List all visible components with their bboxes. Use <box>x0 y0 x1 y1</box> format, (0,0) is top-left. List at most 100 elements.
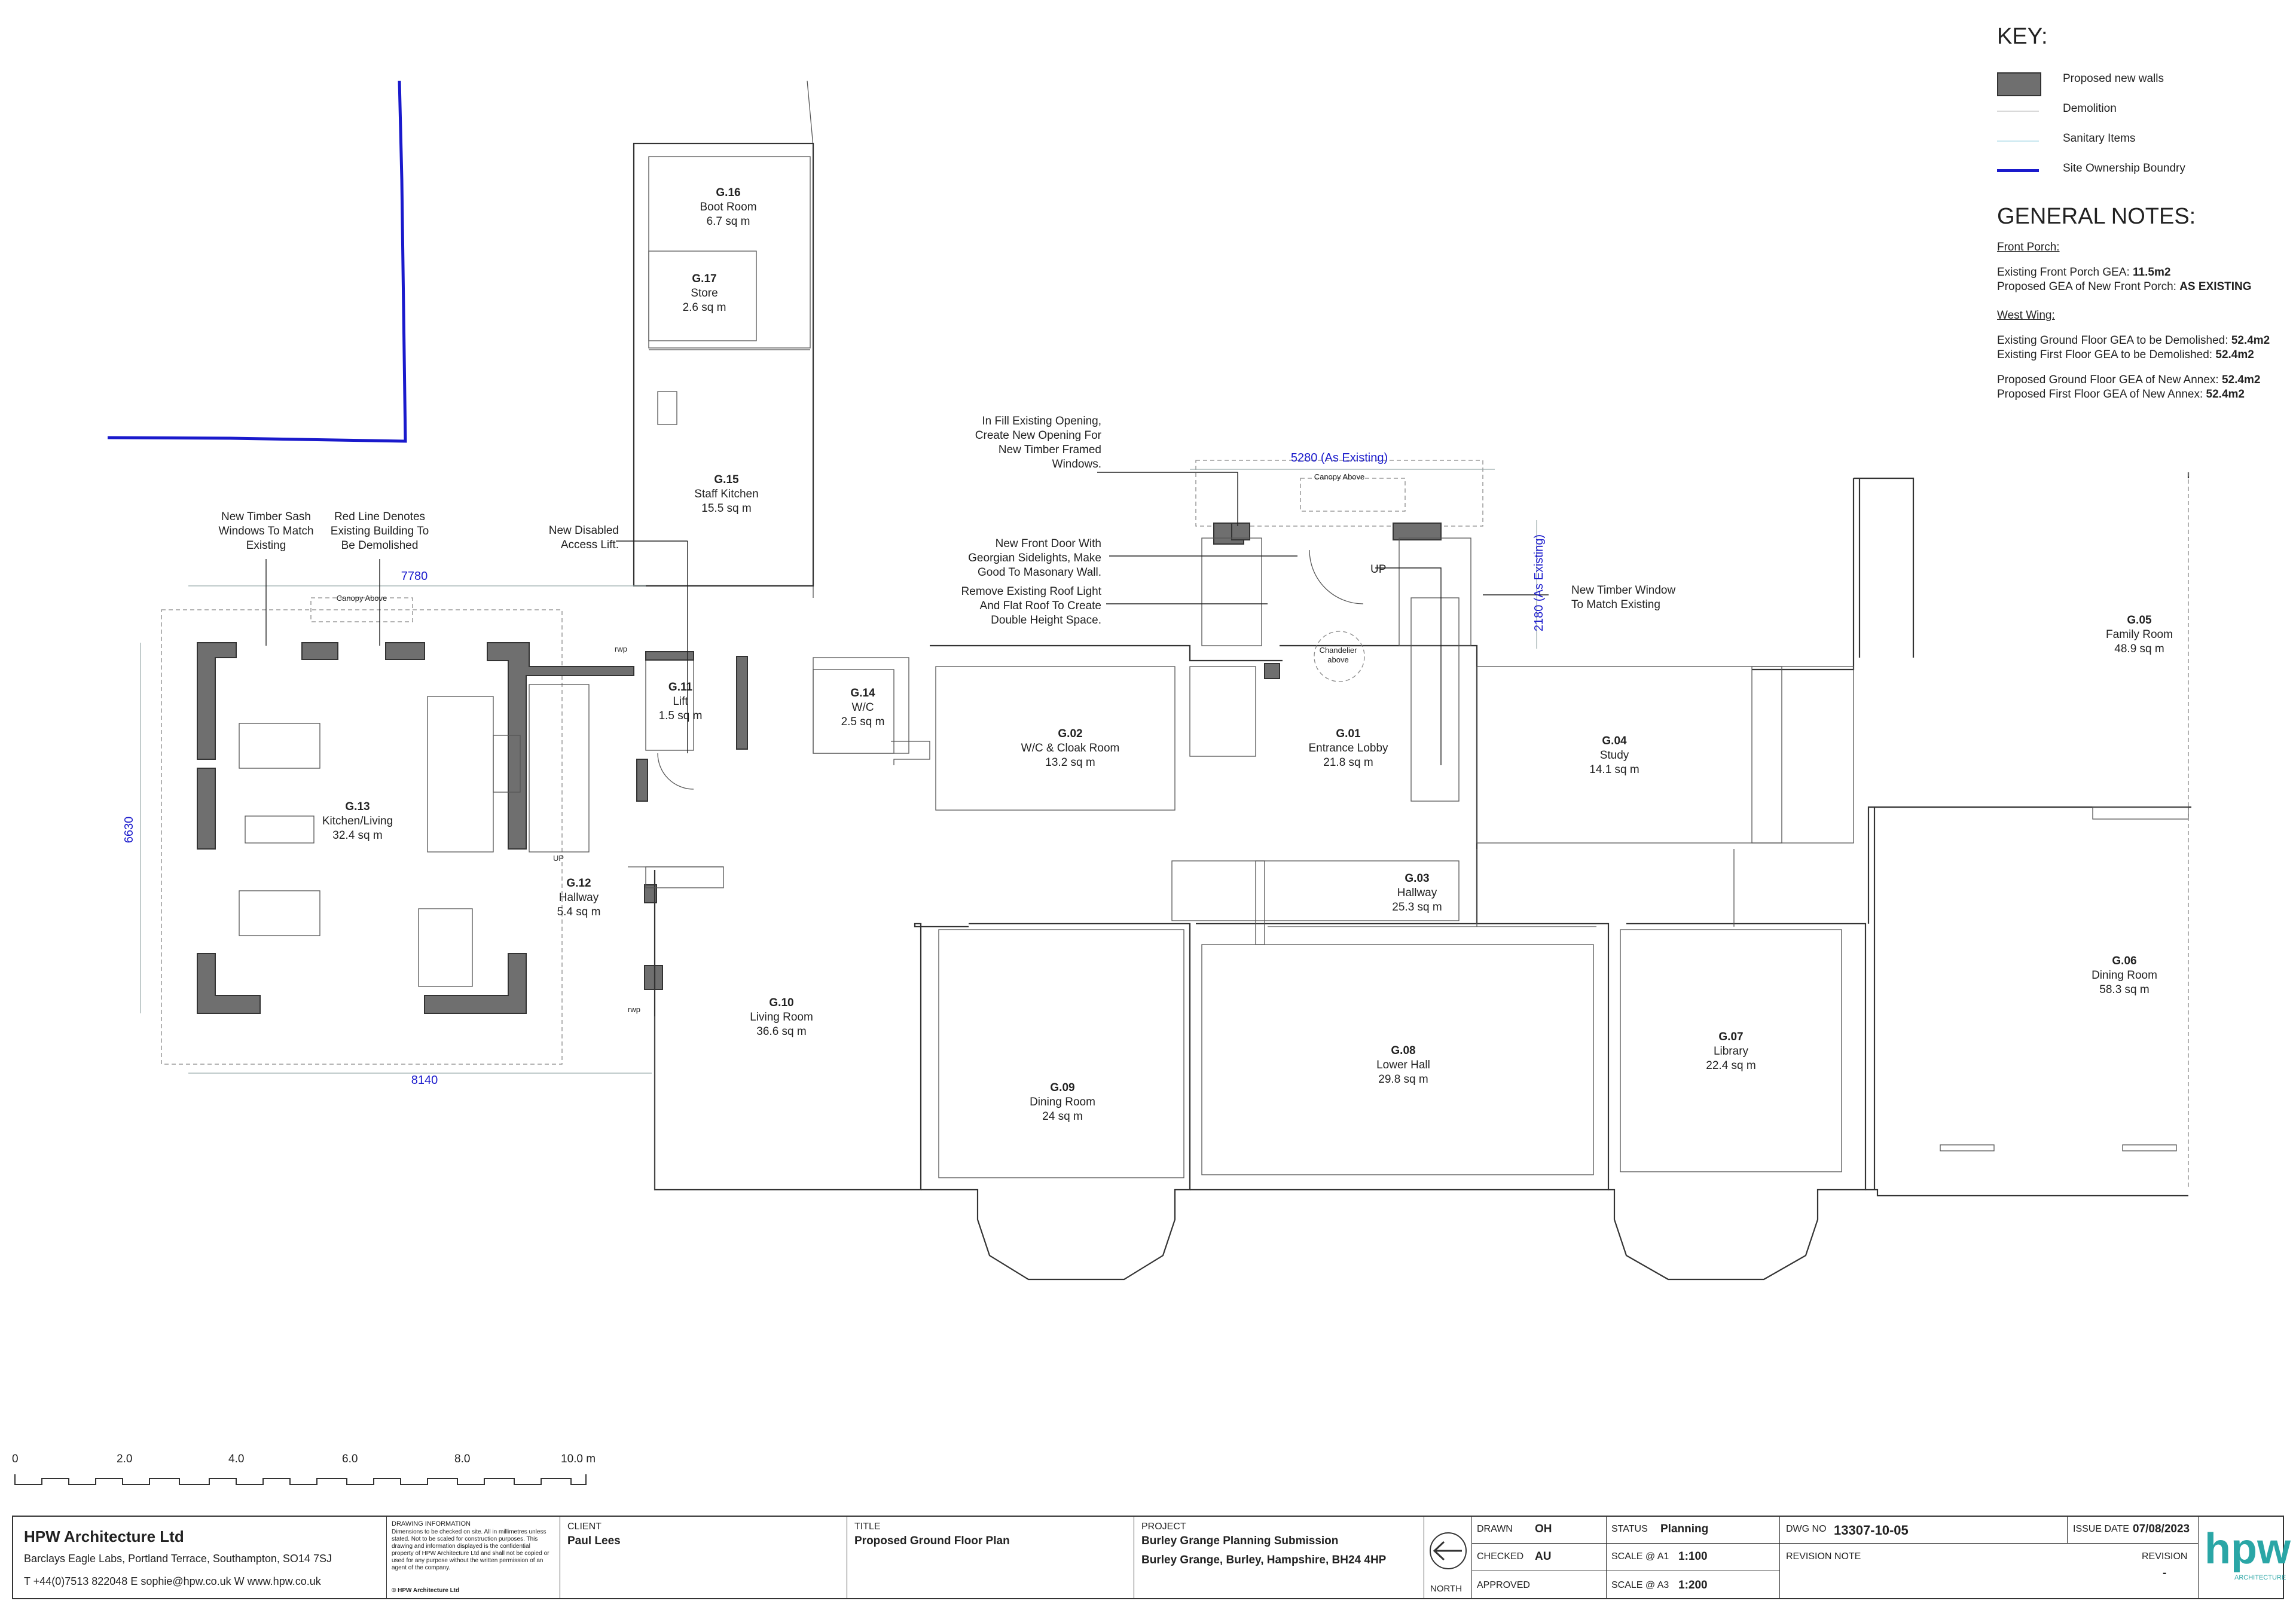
note-line: Existing Front Porch GEA: 11.5m2 <box>1997 266 2171 279</box>
note-line: Proposed First Floor GEA of New Annex: 5… <box>1997 388 2245 401</box>
dwg-number: 13307-10-05 <box>1834 1523 1909 1538</box>
checked-value: AU <box>1535 1550 1552 1563</box>
room-name: Living Room <box>750 1011 813 1024</box>
company-cell: HPW Architecture Ltd Barclays Eagle Labs… <box>13 1517 387 1598</box>
room-id: G.02 <box>1058 728 1082 740</box>
note-line: Existing First Floor GEA to be Demolishe… <box>1997 349 2254 361</box>
room-name: Dining Room <box>2092 969 2157 982</box>
client-name: Paul Lees <box>567 1535 621 1547</box>
drawn-cell: DRAWN OH CHECKED AU APPROVED <box>1472 1517 1607 1598</box>
scale-a3-label: SCALE @ A3 <box>1611 1580 1669 1590</box>
scale-label: 10.0 m <box>561 1453 596 1465</box>
annotation-new-window: To Match Existing <box>1571 598 1660 611</box>
note-line: Proposed GEA of New Front Porch: AS EXIS… <box>1997 280 2252 293</box>
room-area: 2.6 sq m <box>683 301 726 314</box>
notes-heading: West Wing: <box>1997 309 2055 322</box>
north-wing-walls <box>633 142 814 587</box>
legend-label: Proposed new walls <box>2063 72 2164 85</box>
general-notes: GENERAL NOTES: Front Porch: Existing Fro… <box>1997 203 2290 402</box>
title-block: HPW Architecture Ltd Barclays Eagle Labs… <box>12 1516 2291 1599</box>
annotation-front-door: New Front Door With <box>996 537 1101 550</box>
room-area: 29.8 sq m <box>1378 1073 1428 1086</box>
scale-a3-value: 1:200 <box>1678 1579 1708 1591</box>
company-name: HPW Architecture Ltd <box>24 1527 184 1545</box>
room-name: Lift <box>673 695 688 708</box>
dimension-height: 6630 <box>123 817 136 844</box>
legend: KEY: Proposed new walls Demolition Sanit… <box>1997 24 2284 187</box>
legend-label: Site Ownership Boundry <box>2063 162 2185 175</box>
north-label: NORTH <box>1430 1584 1463 1594</box>
project-name: Burley Grange Planning Submission <box>1141 1535 1339 1547</box>
legend-item: Proposed new walls <box>1997 68 2284 97</box>
company-address: Barclays Eagle Labs, Portland Terrace, S… <box>24 1553 332 1565</box>
new-wall-swatch <box>1997 72 2041 96</box>
annotation-infill: Create New Opening For <box>975 429 1102 442</box>
scale-label: 6.0 <box>342 1453 358 1465</box>
room-labels: G.16 Boot Room 6.7 sq m G.17 Store 2.6 s… <box>322 187 2173 1123</box>
dimension-porch-width: 5280 (As Existing) <box>1291 451 1388 465</box>
room-area: 6.7 sq m <box>707 215 750 228</box>
room-id: G.14 <box>850 687 875 699</box>
room-area: 13.2 sq m <box>1045 756 1095 769</box>
client-cell: CLIENT Paul Lees <box>560 1517 847 1598</box>
notes-heading: Front Porch: <box>1997 241 2060 253</box>
room-id: G.07 <box>1718 1031 1743 1043</box>
scale-label: 4.0 <box>228 1453 245 1465</box>
room-id: G.04 <box>1602 735 1627 747</box>
north-cell: NORTH <box>1424 1517 1472 1598</box>
room-area: 58.3 sq m <box>2099 983 2149 996</box>
note-line: Existing Ground Floor GEA to be Demolish… <box>1997 334 2270 347</box>
room-id: G.09 <box>1050 1082 1074 1094</box>
room-name: W/C <box>852 701 874 714</box>
company-logo-sub: ARCHITECTURE <box>2234 1574 2286 1581</box>
status-label: STATUS <box>1611 1524 1648 1534</box>
annotation-new-window: New Timber Window <box>1571 584 1675 597</box>
legend-item: Sanitary Items <box>1997 127 2284 157</box>
room-id: G.03 <box>1405 872 1429 885</box>
annotation-roof-light: Remove Existing Roof Light <box>961 585 1102 598</box>
room-id: G.13 <box>345 801 370 813</box>
legend-item: Demolition <box>1997 97 2284 127</box>
room-id: G.16 <box>716 187 740 199</box>
annotation-rwp: rwp <box>628 1005 640 1014</box>
room-area: 5.4 sq m <box>557 906 601 918</box>
company-contact: T +44(0)7513 822048 E sophie@hpw.co.uk W… <box>24 1575 321 1587</box>
legend-label: Demolition <box>2063 102 2117 115</box>
room-area: 22.4 sq m <box>1706 1059 1755 1072</box>
client-label: CLIENT <box>567 1522 602 1532</box>
room-id: G.05 <box>2127 614 2152 627</box>
dimension-lines <box>140 469 1537 1074</box>
room-name: W/C & Cloak Room <box>1021 742 1120 754</box>
scale-label: 0 <box>12 1453 19 1465</box>
logo-cell: hpw ARCHITECTURE <box>2199 1517 2291 1598</box>
room-area: 21.8 sq m <box>1323 756 1373 769</box>
annotation-canopy: Canopy Above <box>1314 472 1365 481</box>
annotation-sash: Existing <box>246 539 286 552</box>
annotation-lift: Access Lift. <box>561 539 619 551</box>
room-name: Dining Room <box>1030 1096 1095 1108</box>
annotation-rwp: rwp <box>615 644 627 653</box>
lift-walls <box>645 651 909 790</box>
room-name: Library <box>1714 1045 1749 1058</box>
approved-label: APPROVED <box>1477 1580 1530 1590</box>
drawing-title: Proposed Ground Floor Plan <box>854 1535 1010 1547</box>
room-name: Store <box>691 287 718 300</box>
main-house-walls <box>628 472 2191 1281</box>
revision-label: REVISION <box>2142 1551 2188 1562</box>
room-id: G.08 <box>1391 1044 1415 1057</box>
drawing-info-text: Dimensions to be checked on site. All in… <box>392 1529 549 1571</box>
annotations: In Fill Existing Opening, Create New Ope… <box>218 415 1675 1014</box>
copyright: © HPW Architecture Ltd <box>392 1587 460 1594</box>
annotation-infill: In Fill Existing Opening, <box>982 415 1101 427</box>
room-id: G.10 <box>769 997 793 1009</box>
issue-label: ISSUE DATE <box>2073 1524 2129 1534</box>
legend-title: KEY: <box>1997 24 2048 49</box>
issue-date: 07/08/2023 <box>2133 1523 2190 1535</box>
room-name: Hallway <box>559 891 599 904</box>
scale-a1-label: SCALE @ A1 <box>1611 1551 1669 1562</box>
annotation-infill: Windows. <box>1052 458 1101 471</box>
room-name: Family Room <box>2106 628 2173 641</box>
annotation-leaders <box>265 472 1549 765</box>
room-area: 2.5 sq m <box>841 716 885 728</box>
north-arrow-icon <box>1430 1532 1467 1569</box>
